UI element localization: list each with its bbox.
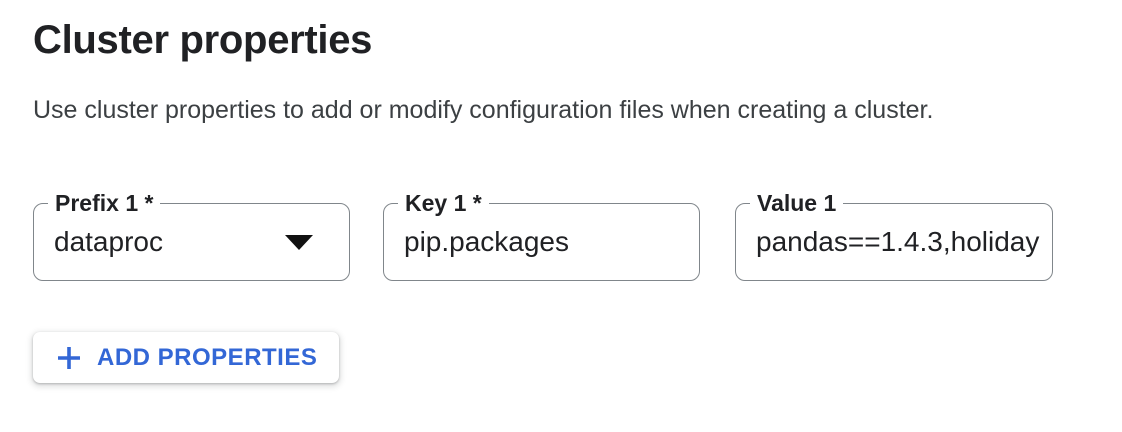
dropdown-arrow-icon (285, 235, 313, 250)
page-title: Cluster properties (33, 18, 373, 62)
prefix-select-value: dataproc (54, 226, 163, 257)
key-field: Key 1 * (383, 190, 700, 281)
add-properties-button[interactable]: ADD PROPERTIES (33, 332, 340, 383)
prefix-field-label: Prefix 1 * (48, 190, 161, 216)
plus-icon (58, 346, 80, 369)
prefix-field: Prefix 1 * dataproc (33, 190, 350, 281)
value-input[interactable] (736, 204, 1052, 280)
prefix-select[interactable]: dataproc (34, 204, 349, 280)
section-description: Use cluster properties to add or modify … (33, 96, 934, 124)
key-input[interactable] (384, 204, 699, 280)
value-field: Value 1 (735, 190, 1053, 281)
add-properties-label: ADD PROPERTIES (97, 343, 318, 371)
